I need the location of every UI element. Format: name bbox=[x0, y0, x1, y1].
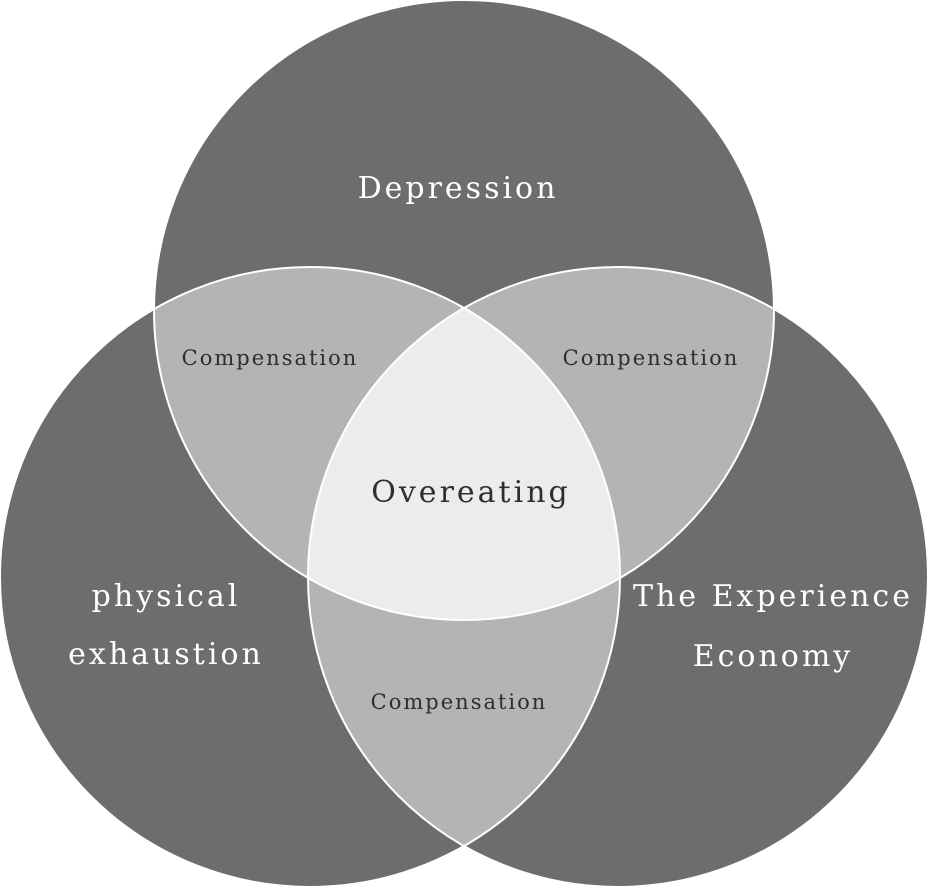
label-depression: Depression bbox=[358, 171, 559, 206]
label-compensation-bottom: Compensation bbox=[371, 690, 548, 714]
label-exhaustion: exhaustion bbox=[68, 637, 264, 672]
outline-left bbox=[0, 266, 621, 888]
outline-right bbox=[307, 266, 929, 888]
label-economy: Economy bbox=[693, 639, 854, 674]
label-compensation-top-left: Compensation bbox=[182, 346, 359, 370]
label-the-experience: The Experience bbox=[633, 579, 913, 614]
label-compensation-top-right: Compensation bbox=[563, 346, 740, 370]
overlap-center bbox=[308, 267, 620, 620]
label-overeating: Overeating bbox=[371, 475, 570, 510]
label-physical: physical bbox=[92, 579, 241, 614]
